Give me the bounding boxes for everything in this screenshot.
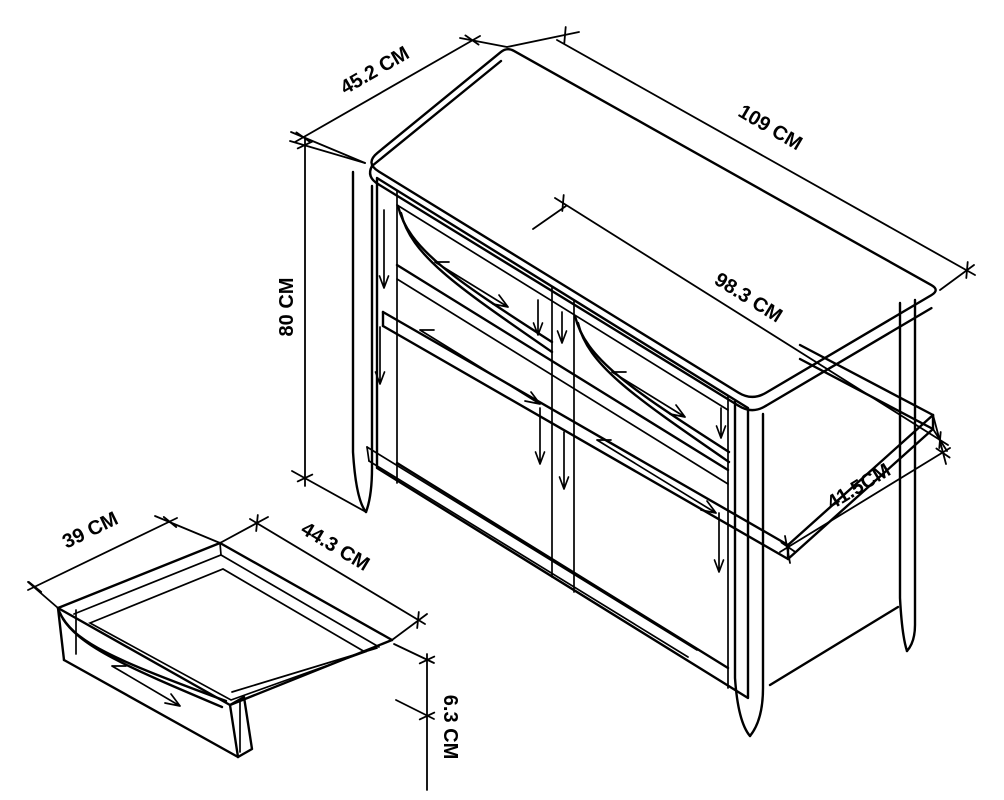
front-right-leg [733,400,765,738]
dim-cabinet-height: 80 CM [276,137,367,513]
dim-drawer-depth: 44.3 CM [219,514,428,641]
shelf-installed-position-lines [366,446,698,658]
exploded-shelf [366,310,935,658]
sideboard-drawing [351,48,937,738]
cabinet-height-label: 80 CM [276,278,298,337]
top-panel [368,48,937,412]
drawer-height-label: 6.3 CM [439,695,461,759]
dim-drawer-width: 39 CM [27,508,221,609]
dim-drawer-height: 6.3 CM [393,643,461,791]
open-direction-arrow [611,371,686,418]
side-bottom-edge [768,605,900,687]
front-face [375,176,750,700]
open-direction-arrow [434,261,509,308]
open-direction-arrow [111,665,181,707]
cabinet-depth-label: 45.2 CM [337,42,413,99]
vertical-arrows [374,209,727,573]
drawer-width-label: 39 CM [59,508,122,554]
dim-cabinet-width: 109 CM [506,26,976,291]
drawer-front-left [396,204,554,354]
drawer-front-panel [56,606,254,759]
front-left-leg [351,170,374,514]
drawer-depth-label: 44.3 CM [297,518,373,576]
back-right-leg [898,298,917,653]
cabinet-width-label: 109 CM [734,101,806,155]
drawer-front-right [573,314,731,464]
shelf-depth-label: 41.5CM [823,459,894,514]
